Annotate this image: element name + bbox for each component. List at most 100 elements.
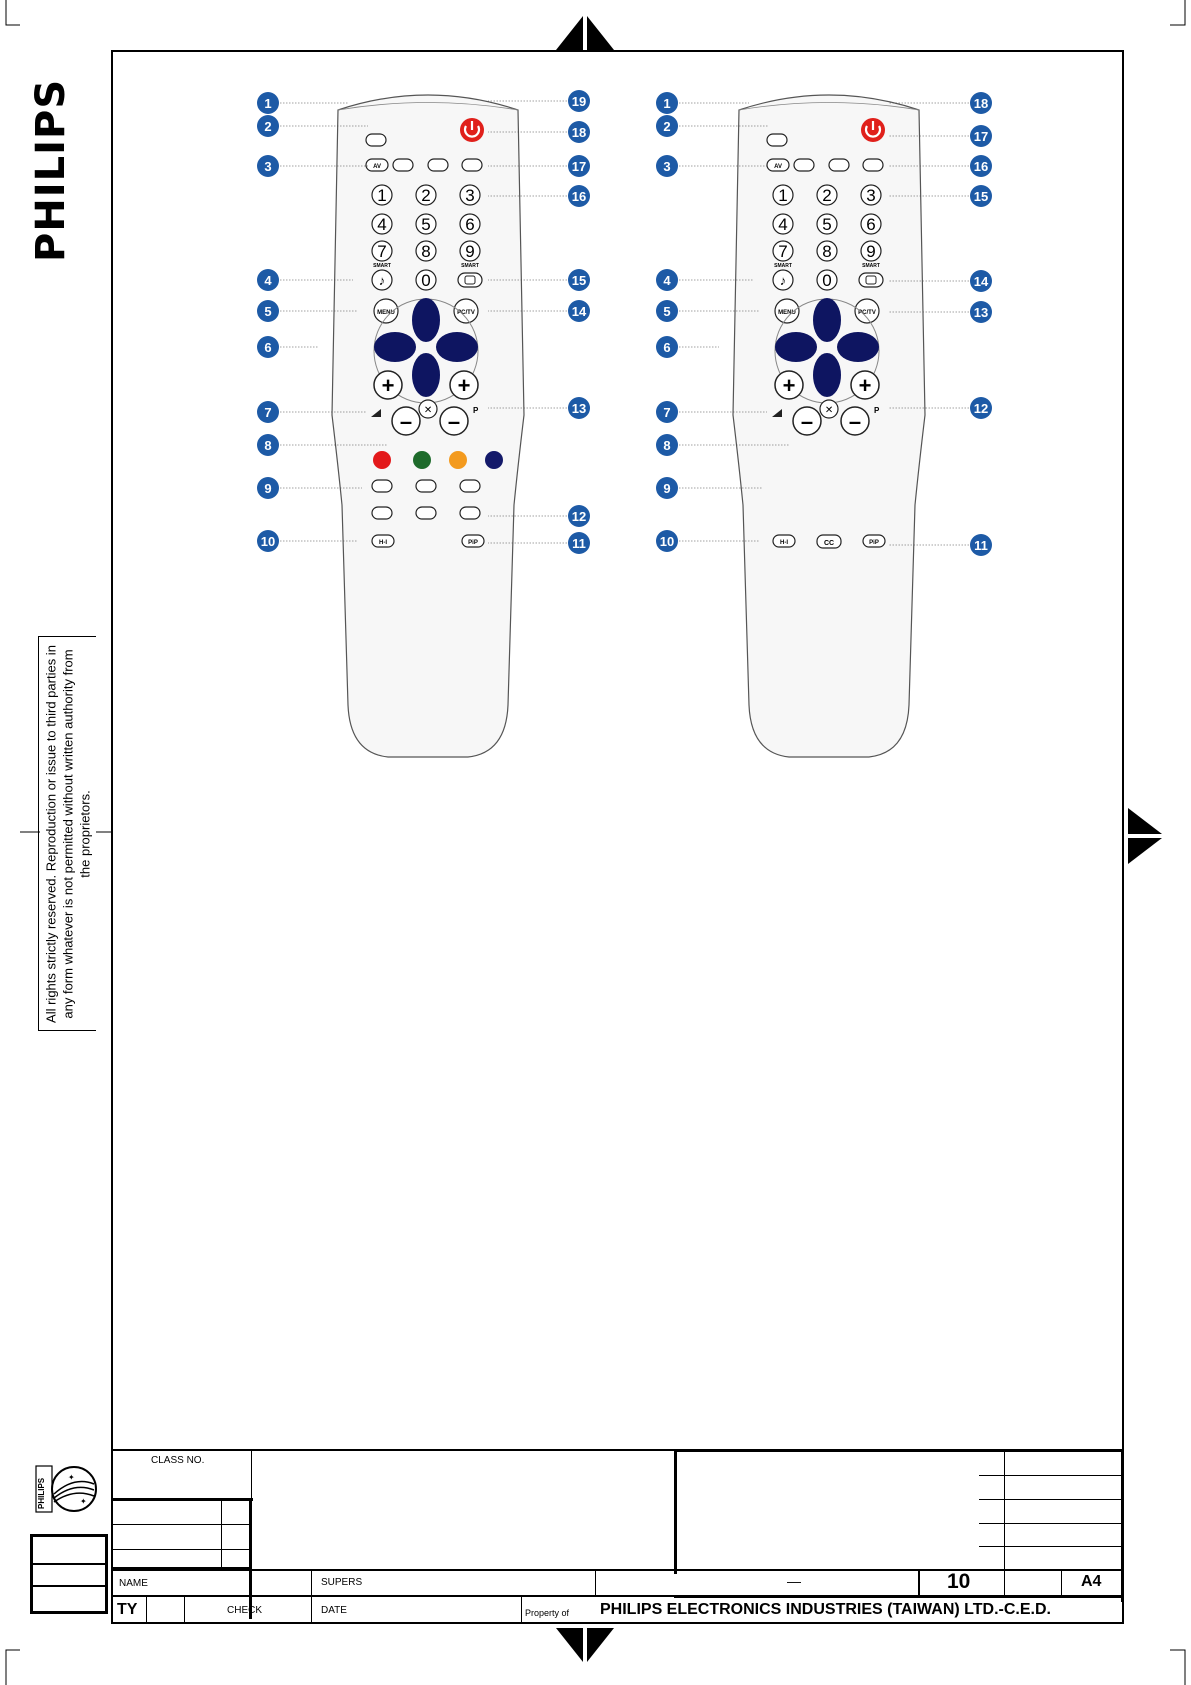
mute-button	[418, 399, 438, 419]
callout-marker	[656, 155, 678, 177]
number-key	[816, 184, 838, 206]
number-key-label: 5	[421, 215, 430, 234]
ty-label: TY	[117, 1601, 138, 1618]
hi-label: H-I	[780, 540, 788, 546]
callout-number: 13	[572, 401, 586, 416]
volume-icon	[772, 409, 782, 417]
number-key	[415, 184, 437, 206]
pip-button	[461, 534, 485, 548]
smart-sound-button	[772, 269, 794, 291]
teletext-button	[415, 506, 437, 520]
callout-number: 10	[261, 534, 275, 549]
callout-marker	[257, 336, 279, 358]
dpad-left	[374, 332, 416, 362]
blue-key	[485, 451, 503, 469]
number-key-label: 6	[866, 215, 875, 234]
logo-wordmark: PHILIPS	[37, 1477, 46, 1509]
property-label: Property of	[525, 1608, 570, 1618]
callout-number: 5	[264, 304, 271, 319]
callout-marker	[970, 534, 992, 556]
number-key	[415, 269, 437, 291]
number-key-label: 9	[465, 242, 474, 261]
company-name: PHILIPS ELECTRONICS INDUSTRIES (TAIWAN) …	[600, 1601, 1051, 1618]
small-button	[461, 158, 483, 172]
smart-picture-button	[858, 272, 884, 288]
av-button	[365, 158, 389, 172]
callout-number: 17	[974, 129, 988, 144]
menu-label: MENU	[778, 310, 796, 316]
plus-icon: +	[382, 373, 395, 398]
callout-number: 4	[663, 273, 671, 288]
callout-number: 8	[264, 438, 271, 453]
pip-label: PiP	[869, 540, 879, 546]
number-key	[816, 240, 838, 262]
callout-number: 6	[264, 340, 271, 355]
number-key-label: 0	[822, 271, 831, 290]
pctv-label: PC/TV	[858, 310, 876, 316]
hi-button	[772, 534, 796, 548]
number-key	[772, 184, 794, 206]
class-no-label: CLASS NO.	[151, 1455, 205, 1466]
number-key	[860, 184, 882, 206]
callout-marker	[656, 336, 678, 358]
p-label: P	[874, 406, 880, 415]
number-key	[415, 240, 437, 262]
callout-marker	[257, 401, 279, 423]
av-label: AV	[774, 164, 782, 170]
callout-marker	[568, 121, 590, 143]
sheet-size: A4	[1081, 1573, 1102, 1590]
number-key	[772, 240, 794, 262]
check-label: CHECK	[227, 1605, 263, 1616]
minus-icon: –	[400, 409, 412, 434]
p-label: P	[473, 406, 479, 415]
name-label: NAME	[119, 1578, 148, 1589]
minus-button	[391, 406, 421, 436]
callout-number: 13	[974, 305, 988, 320]
teletext-button	[459, 479, 481, 493]
callout-number: 17	[572, 159, 586, 174]
callout-number: 5	[663, 304, 670, 319]
callout-marker	[257, 115, 279, 137]
callout-marker	[656, 269, 678, 291]
callout-marker	[257, 530, 279, 552]
av-label: AV	[373, 164, 381, 170]
callout-number: 19	[572, 94, 586, 109]
dpad-up	[813, 298, 841, 342]
number-key-label: 6	[465, 215, 474, 234]
callout-number: 2	[663, 119, 670, 134]
callout-marker	[568, 269, 590, 291]
yellow-key	[449, 451, 467, 469]
small-button	[766, 133, 788, 147]
callout-number: 16	[974, 159, 988, 174]
callout-number: 4	[264, 273, 272, 288]
number-key	[772, 213, 794, 235]
number-key-label: 5	[822, 215, 831, 234]
callout-number: 9	[663, 481, 670, 496]
number-key-label: 9	[866, 242, 875, 261]
callout-number: 1	[264, 96, 271, 111]
pip-label: PiP	[468, 540, 478, 546]
plus-button	[774, 370, 804, 400]
plus-icon: +	[458, 373, 471, 398]
number-key-label: 0	[421, 271, 430, 290]
callout-number: 18	[974, 96, 988, 111]
callout-marker	[257, 269, 279, 291]
smart-label: SMART	[461, 263, 479, 269]
number-key-label: 4	[377, 215, 386, 234]
number-key	[371, 184, 393, 206]
picture-icon	[865, 275, 877, 285]
plus-icon: +	[783, 373, 796, 398]
callout-number: 12	[974, 401, 988, 416]
hi-label: H-I	[379, 540, 387, 546]
number-key	[816, 269, 838, 291]
callout-number: 11	[572, 536, 586, 551]
volume-icon	[371, 409, 381, 417]
av-button	[766, 158, 790, 172]
callout-number: 3	[663, 159, 670, 174]
plus-icon: +	[859, 373, 872, 398]
callout-marker	[568, 300, 590, 322]
minus-button	[840, 406, 870, 436]
dpad-down	[813, 353, 841, 397]
